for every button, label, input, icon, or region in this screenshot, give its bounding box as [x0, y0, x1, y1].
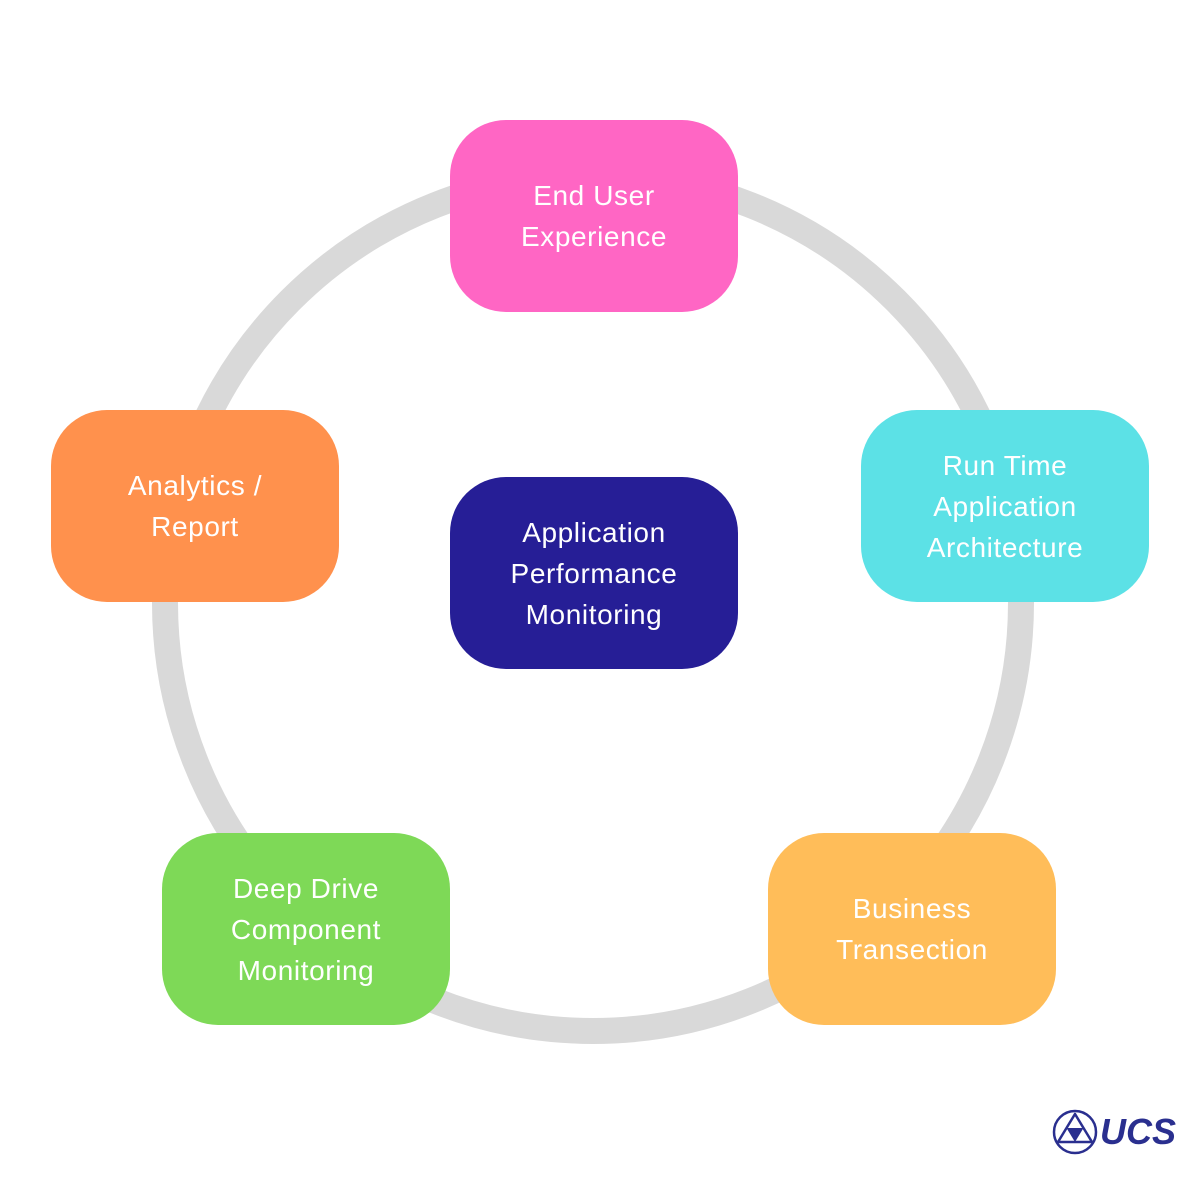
logo-text: UCS [1100, 1111, 1177, 1152]
node-business-transection: Business Transection [768, 833, 1056, 1025]
node-run-time-application-architecture: Run Time Application Architecture [861, 410, 1149, 602]
node-end-user-experience: End User Experience [450, 120, 738, 312]
center-node-label: Application Performance Monitoring [510, 516, 678, 630]
node-label: Run Time Application Architecture [926, 449, 1084, 563]
node-label: End User Experience [520, 180, 668, 252]
node-label: Business Transection [836, 893, 988, 965]
ucs-logo: UCS [1052, 1108, 1176, 1156]
triangle-in-circle-logo-icon [1052, 1109, 1098, 1155]
node-label: Analytics / Report [127, 470, 263, 542]
node-label: Deep Drive Component Monitoring [230, 872, 382, 986]
node-analytics-report: Analytics / Report [51, 410, 339, 602]
node-deep-drive-component-monitoring: Deep Drive Component Monitoring [162, 833, 450, 1025]
center-node-apm: Application Performance Monitoring [450, 477, 738, 669]
